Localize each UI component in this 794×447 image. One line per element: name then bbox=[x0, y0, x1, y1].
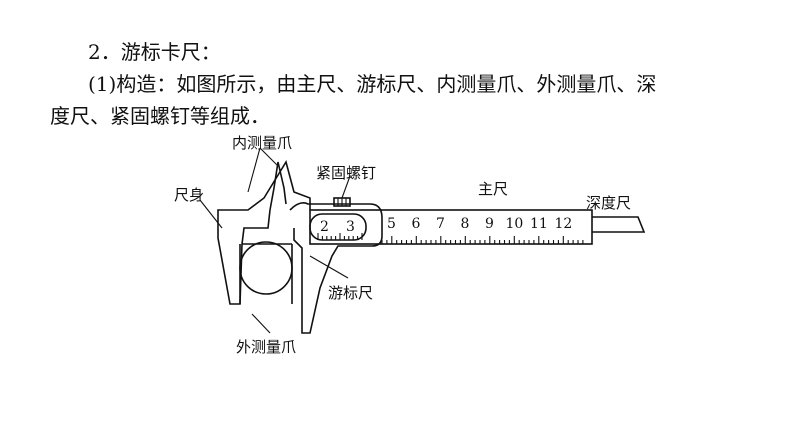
main-scale-number: 7 bbox=[436, 216, 445, 232]
main-scale-number: 9 bbox=[485, 216, 494, 232]
label-body: 尺身 bbox=[174, 186, 204, 204]
inner-jaw-tip bbox=[269, 161, 287, 211]
main-scale-number: 12 bbox=[555, 216, 573, 232]
vernier-frame bbox=[289, 202, 383, 334]
section-heading: 2．游标卡尺： bbox=[88, 40, 221, 64]
vernier-number-3: 3 bbox=[346, 219, 355, 235]
label-depth-rod: 深度尺 bbox=[586, 194, 631, 212]
label-clamp-screw: 紧固螺钉 bbox=[316, 164, 376, 182]
label-inner-jaw: 内测量爪 bbox=[232, 134, 292, 152]
main-scale-number: 10 bbox=[506, 216, 524, 232]
main-scale-number: 11 bbox=[530, 216, 548, 232]
measured-ball bbox=[239, 241, 293, 295]
main-scale-number: 6 bbox=[412, 216, 421, 232]
vernier-scale-ticks bbox=[317, 233, 363, 240]
main-scale-number: 8 bbox=[461, 216, 470, 232]
vernier-window bbox=[309, 213, 367, 241]
description-line-1: (1)构造：如图所示，由主尺、游标尺、内测量爪、外测量爪、深 bbox=[88, 72, 657, 96]
label-vernier-scale: 游标尺 bbox=[328, 284, 373, 302]
label-outer-jaw: 外测量爪 bbox=[236, 338, 296, 356]
vernier-number-2: 2 bbox=[320, 219, 329, 235]
label-main-scale: 主尺 bbox=[478, 180, 508, 198]
main-scale-number: 5 bbox=[387, 216, 396, 232]
main-scale-ticks bbox=[381, 236, 584, 244]
depth-rod bbox=[592, 216, 646, 233]
fixed-jaw-body bbox=[217, 159, 311, 305]
description-line-2: 度尺、紧固螺钉等组成． bbox=[50, 104, 270, 128]
